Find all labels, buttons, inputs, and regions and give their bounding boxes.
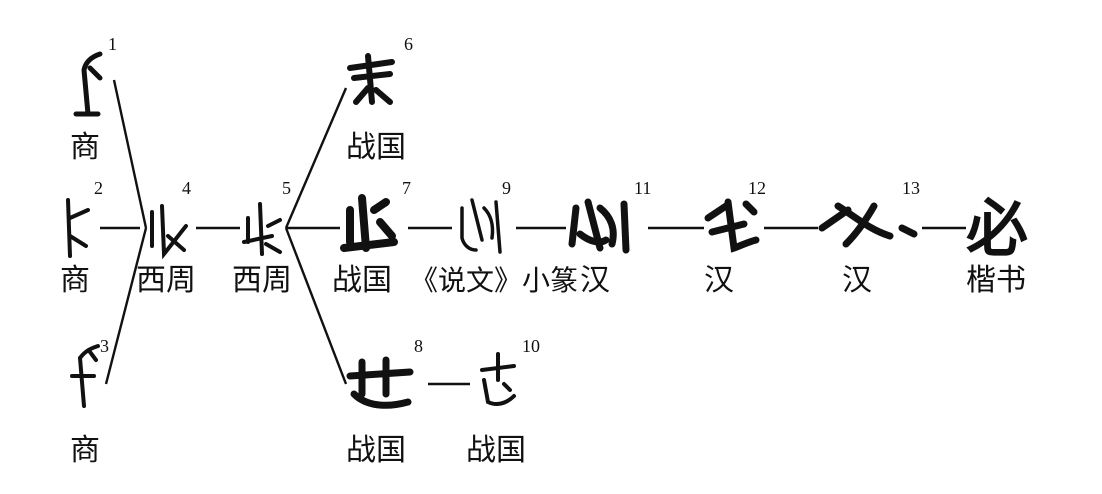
glyph-8 (346, 356, 414, 409)
node-12-number: 12 (748, 178, 766, 198)
node-9: 9 《说文》小篆 (410, 178, 578, 297)
connector-lines (100, 79, 966, 386)
node-2-era: 商 (60, 263, 90, 298)
node-4: 4 西周 (136, 178, 196, 298)
glyph-13 (818, 202, 918, 248)
node-13: 13 汉 (818, 178, 920, 298)
node-1-number: 1 (108, 34, 117, 54)
node-8: 8 战国 (346, 336, 423, 468)
node-14: 必 楷书 (966, 192, 1028, 298)
node-4-number: 4 (182, 178, 191, 198)
connector-5-to-6 (284, 87, 348, 229)
node-6: 6 战国 (346, 34, 413, 165)
connector-1-to-4 (112, 79, 148, 229)
node-2-number: 2 (94, 178, 103, 198)
glyph-3 (70, 344, 100, 408)
node-7-number: 7 (402, 178, 411, 198)
node-4-era: 西周 (136, 263, 196, 298)
node-5-era: 西周 (232, 263, 292, 298)
node-8-number: 8 (414, 336, 423, 356)
node-3-era: 商 (70, 433, 100, 468)
node-2: 2 商 (60, 178, 103, 298)
node-13-era: 汉 (842, 263, 872, 298)
node-11-era: 汉 (580, 263, 610, 298)
glyph-5 (242, 202, 282, 256)
glyph-1 (73, 51, 103, 117)
node-5: 5 西周 (232, 178, 292, 298)
node-12-era: 汉 (704, 263, 734, 298)
node-8-era: 战国 (346, 433, 406, 468)
glyph-2 (66, 198, 90, 258)
glyph-6 (347, 53, 395, 105)
node-5-number: 5 (282, 178, 291, 198)
node-3-number: 3 (100, 336, 109, 356)
node-7-era: 战国 (332, 263, 392, 298)
connector-3-to-4 (104, 227, 148, 385)
node-11-number: 11 (634, 178, 651, 198)
glyph-9 (460, 198, 502, 254)
node-12: 12 汉 (704, 178, 766, 298)
glyph-10 (480, 352, 516, 406)
glyph-11 (568, 198, 630, 254)
glyph-4 (150, 204, 188, 260)
node-3: 3 商 (70, 336, 109, 468)
node-14-era: 楷书 (966, 263, 1026, 298)
glyph-7 (340, 194, 398, 252)
node-10-era: 战国 (466, 433, 526, 468)
node-6-number: 6 (404, 34, 413, 54)
node-1-era: 商 (70, 130, 100, 165)
node-11: 11 汉 (568, 178, 651, 298)
node-9-era: 《说文》小篆 (410, 264, 578, 297)
glyph-14: 必 (966, 192, 1028, 265)
node-7: 7 战国 (332, 178, 411, 298)
node-6-era: 战国 (346, 130, 406, 165)
node-13-number: 13 (902, 178, 920, 198)
connector-5-to-8 (284, 227, 348, 385)
node-9-number: 9 (502, 178, 511, 198)
node-10: 10 战国 (466, 336, 540, 468)
node-1: 1 商 (70, 34, 117, 165)
node-10-number: 10 (522, 336, 540, 356)
glyph-12 (704, 198, 760, 253)
